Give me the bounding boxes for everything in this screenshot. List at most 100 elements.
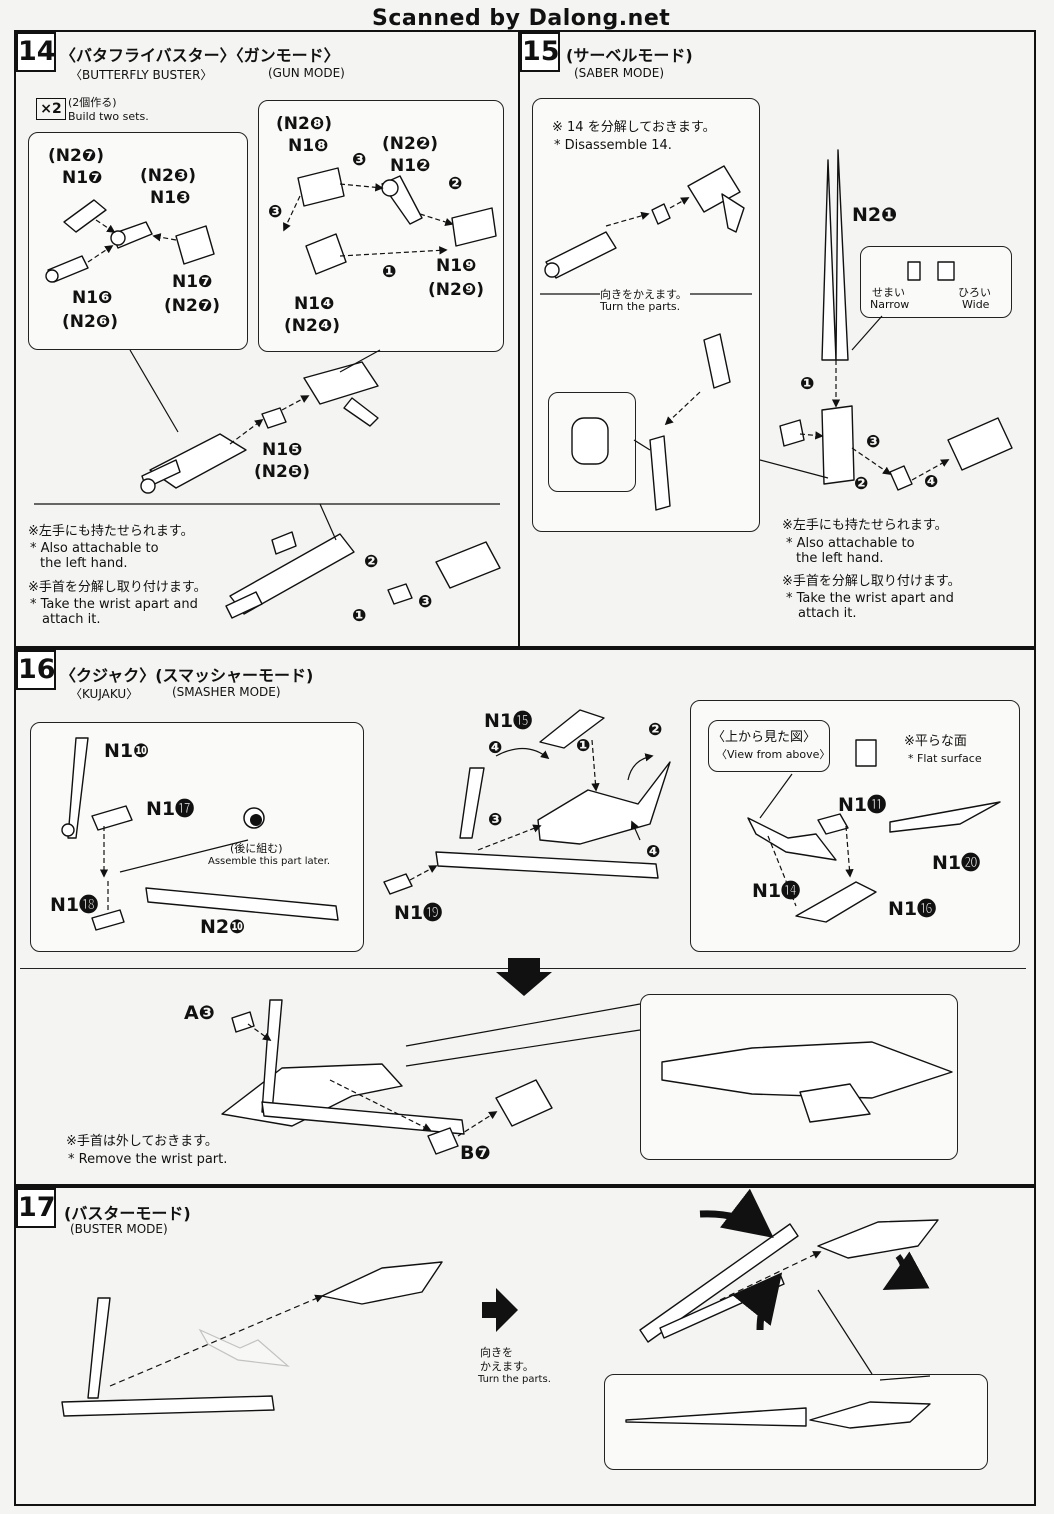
part-label: N1⓴: [932, 852, 981, 874]
order-marker: ❶: [800, 374, 815, 394]
step-14-subtitle-a: 〈BUTTERFLY BUSTER〉: [70, 68, 213, 82]
step-14-number: 14: [16, 32, 56, 72]
remove-wrist-en: * Remove the wrist part.: [68, 1152, 228, 1167]
disassemble-en: * Disassemble 14.: [554, 138, 672, 153]
order-marker: ❸: [866, 432, 881, 452]
order-marker: ❷: [448, 174, 463, 194]
part-label: (N2❺): [254, 462, 310, 482]
note-wrist-en: * Take the wrist apart and: [30, 597, 198, 612]
part-label: N1❹: [294, 294, 335, 314]
view-from-above-box: [708, 720, 830, 772]
note-wrist-en: attach it.: [798, 606, 857, 621]
order-marker: ❷: [364, 552, 379, 572]
order-marker: ❹: [488, 738, 503, 758]
view-from-above-en: 〈View from above〉: [716, 748, 831, 761]
frame-step-17: [14, 1186, 1036, 1506]
order-marker: ❹: [646, 842, 661, 862]
note-wrist-en: attach it.: [42, 612, 101, 627]
order-marker: ❸: [488, 810, 503, 830]
part-label: N1❽: [288, 136, 329, 156]
turn-parts-jp: かえます。: [480, 1360, 534, 1373]
frame-step-16: [14, 648, 1036, 1186]
note-left-hand-jp: ※左手にも持たせられます。: [28, 524, 194, 539]
part-label: N2❿: [200, 916, 246, 938]
step-15-title: (サーベルモード): [566, 46, 693, 65]
part-label: N1⓱: [146, 798, 195, 820]
note-left-hand-en: * Also attachable to: [30, 541, 159, 556]
narrow-en: Narrow: [870, 298, 910, 311]
order-marker: ❸: [418, 592, 433, 612]
step-14-title: 〈バタフライバスター〉〈ガンモード〉: [60, 46, 340, 65]
order-marker: ❸: [352, 150, 367, 170]
note-wrist-en: * Take the wrist apart and: [786, 591, 954, 606]
part-label: N1⓲: [50, 894, 99, 916]
step-15-subtitle: (SABER MODE): [574, 66, 664, 80]
step-17-subtitle: (BUSTER MODE): [70, 1222, 168, 1236]
part-label: A❸: [184, 1002, 215, 1024]
step-16-number: 16: [16, 650, 56, 690]
part-label: (N2❻): [62, 312, 118, 332]
note-wrist-jp: ※手首を分解し取り付けます。: [28, 580, 207, 595]
subassembly-box-left: [28, 132, 248, 350]
count-en: Build two sets.: [68, 110, 149, 123]
part-label: (N2❾): [428, 280, 484, 300]
part-label: (N2❼): [164, 296, 220, 316]
turn-parts-jp: 向きを: [480, 1346, 513, 1359]
wide-jp: ひろい: [958, 286, 991, 299]
assemble-later-jp: (後に組む): [230, 842, 283, 855]
order-marker: ❶: [352, 606, 367, 626]
note-left-hand-en: the left hand.: [796, 551, 884, 566]
wide-en: Wide: [962, 298, 990, 311]
turn-parts-en: Turn the parts.: [478, 1374, 551, 1385]
flat-surface-en: * Flat surface: [908, 752, 982, 765]
part-label: N1⓫: [838, 794, 887, 816]
turn-parts-jp: 向きをかえます。: [600, 288, 687, 301]
part-label: N1❻: [72, 288, 113, 308]
part-label: N1❸: [150, 188, 191, 208]
part-label: N2❶: [852, 204, 898, 226]
part-label: (N2❹): [284, 316, 340, 336]
order-marker: ❷: [854, 474, 869, 494]
order-marker: ❶: [382, 262, 397, 282]
step-16-subtitle-b: (SMASHER MODE): [172, 685, 281, 699]
part-label: N1⓰: [888, 898, 937, 920]
note-left-hand-en: the left hand.: [40, 556, 128, 571]
part-label: (N2❼): [48, 146, 104, 166]
part-label: B❼: [460, 1142, 491, 1164]
part-label: N1❼: [172, 272, 213, 292]
count-badge: ×2: [36, 98, 66, 120]
part-label: N1❺: [262, 440, 303, 460]
part-label: (N2❽): [276, 114, 332, 134]
step-15-number: 15: [520, 32, 560, 72]
remove-wrist-jp: ※手首は外しておきます。: [66, 1134, 218, 1149]
step-17-title: (バスターモード): [64, 1204, 191, 1223]
note-left-hand-jp: ※左手にも持たせられます。: [782, 518, 948, 533]
part-label: N1⓮: [752, 880, 801, 902]
order-marker: ❶: [576, 736, 591, 756]
disassemble-jp: ※ 14 を分解しておきます。: [552, 120, 716, 135]
part-label: N1❷: [390, 156, 431, 176]
part-label: N1⓯: [484, 710, 533, 732]
assemble-later-en: Assemble this part later.: [208, 856, 331, 867]
note-left-hand-en: * Also attachable to: [786, 536, 915, 551]
count-jp: (2個作る): [68, 96, 117, 109]
step-16-subtitle-a: 〈KUJAKU〉: [70, 687, 139, 701]
view-from-above-jp: 〈上から見た図〉: [712, 730, 817, 745]
order-marker: ❹: [924, 472, 939, 492]
step-16-title: 〈クジャク〉(スマッシャーモード): [60, 666, 314, 685]
part-label: (N2❷): [382, 134, 438, 154]
part-label: N1❾: [436, 256, 477, 276]
flat-surface-jp: ※平らな面: [904, 734, 967, 749]
order-marker: ❸: [268, 202, 283, 222]
step-14-subtitle-b: (GUN MODE): [268, 66, 345, 80]
part-label: N1❿: [104, 740, 150, 762]
narrow-jp: せまい: [872, 286, 905, 299]
step-17-number: 17: [16, 1188, 56, 1228]
part-label: N1⓳: [394, 902, 443, 924]
turn-parts-en: Turn the parts.: [600, 300, 681, 313]
scan-credit: Scanned by Dalong.net: [372, 6, 671, 31]
part-label: (N2❸): [140, 166, 196, 186]
part-label: N1❼: [62, 168, 103, 188]
order-marker: ❷: [648, 720, 663, 740]
